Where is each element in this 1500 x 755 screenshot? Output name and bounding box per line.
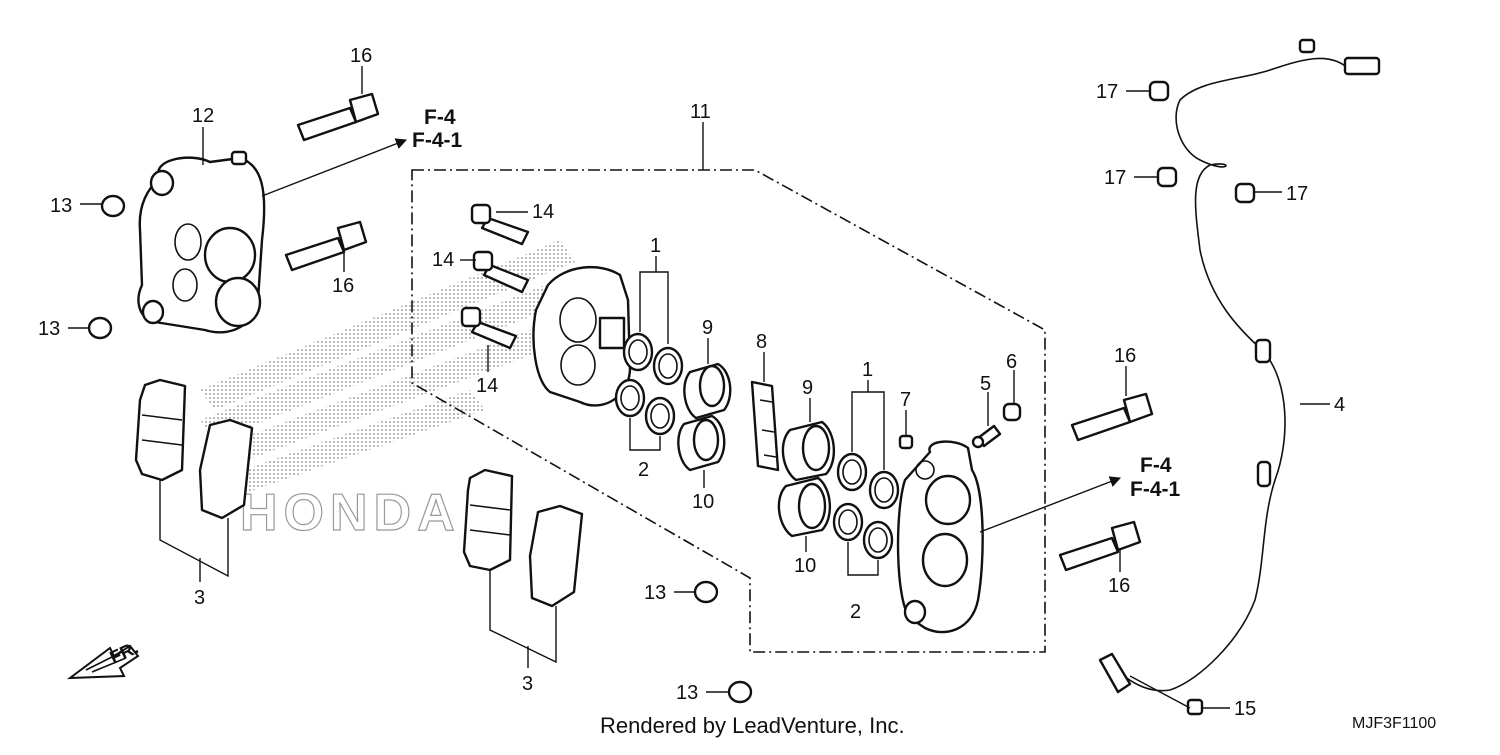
bolt-16-right-bottom [1058,520,1142,572]
callout-5: 5 [980,373,991,395]
ref-arrow-top [261,138,408,197]
front-direction-arrow-icon [66,644,140,680]
bolt-16-top [296,92,380,142]
piston-9-left [683,362,732,420]
callout-2a: 2 [638,459,649,481]
callout-13a: 13 [50,195,72,217]
bracket-2b [847,542,879,576]
caliper-body-left [137,150,266,334]
callout-13b: 13 [38,318,60,340]
bracket-2a [629,418,661,451]
callout-2b: 2 [850,601,861,623]
callout-12: 12 [192,105,214,127]
honda-wing-logo-icon: HONDA [200,240,575,543]
nut-13-a [100,194,126,218]
bolt-14-bottom [460,306,518,350]
callout-16a: 16 [350,45,372,67]
cap-7 [898,434,914,450]
callout-14b: 14 [432,249,454,271]
nut-13-d [727,680,753,704]
callout-1b: 1 [862,359,873,381]
piston-10-left [677,414,726,472]
caliper-body-right [896,440,984,634]
bracket-3a [159,480,229,578]
diagram-code: MJF3F1100 [1352,715,1436,732]
ref-f41-right: F-4-1 [1130,478,1180,501]
callout-11: 11 [690,101,711,123]
bracket-3b [489,570,557,664]
brake-pad-left-b [198,418,254,520]
caliper-inner-half [532,265,632,407]
callout-13c: 13 [644,582,666,604]
ref-f41-top: F-4-1 [412,129,462,152]
callout-4: 4 [1334,394,1345,416]
callout-15: 15 [1234,698,1256,720]
callout-10a: 10 [692,491,714,513]
piston-10-right [777,476,832,538]
callout-3a: 3 [194,587,205,609]
callout-9b: 9 [802,377,813,399]
clamp-17-mid [1156,166,1178,188]
nut-13-b [87,316,113,340]
callout-14c: 14 [476,375,498,397]
callout-7: 7 [900,389,911,411]
bolt-14-top [470,203,530,246]
bleeder-cap-6 [1002,402,1022,422]
callout-10b: 10 [794,555,816,577]
callout-17c: 17 [1286,183,1308,205]
speed-sensor-harness-4 [1098,38,1381,694]
nut-13-c [693,580,719,604]
callout-13d: 13 [676,682,698,704]
assembly-11-outline [411,169,1046,653]
bolt-14-mid [472,250,530,294]
bracket-1a [639,271,669,344]
callout-1a: 1 [650,235,661,257]
bleeder-screw-5 [971,424,1002,449]
brake-pad-right-b [528,504,584,608]
footer-credit: Rendered by LeadVenture, Inc. [600,713,905,738]
callout-16b: 16 [332,275,354,297]
callout-14a: 14 [532,201,554,223]
callout-6: 6 [1006,351,1017,373]
callout-16d: 16 [1108,575,1130,597]
callout-17b: 17 [1104,167,1126,189]
seal-set-right [832,452,900,560]
leader-15-diag [1129,675,1191,709]
clamp-17-right [1234,182,1256,204]
callout-16c: 16 [1114,345,1136,367]
ref-f4-right: F-4 [1140,454,1172,477]
bolt-15 [1186,698,1204,716]
clamp-17-top [1148,80,1170,102]
callout-17a: 17 [1096,81,1118,103]
bolt-16-right-top [1070,392,1154,442]
ref-arrow-right [979,476,1122,533]
piston-9-right [781,420,836,482]
pad-spring-8 [750,380,780,472]
brake-pad-left-a [134,378,187,482]
callout-8: 8 [756,331,767,353]
ref-f4-top: F-4 [424,106,456,129]
seal-set-left [614,332,684,436]
brake-pad-right-a [462,468,514,572]
svg-text:HONDA: HONDA [240,484,461,542]
callout-9a: 9 [702,317,713,339]
callout-3b: 3 [522,673,533,695]
bolt-16-mid [284,220,368,272]
